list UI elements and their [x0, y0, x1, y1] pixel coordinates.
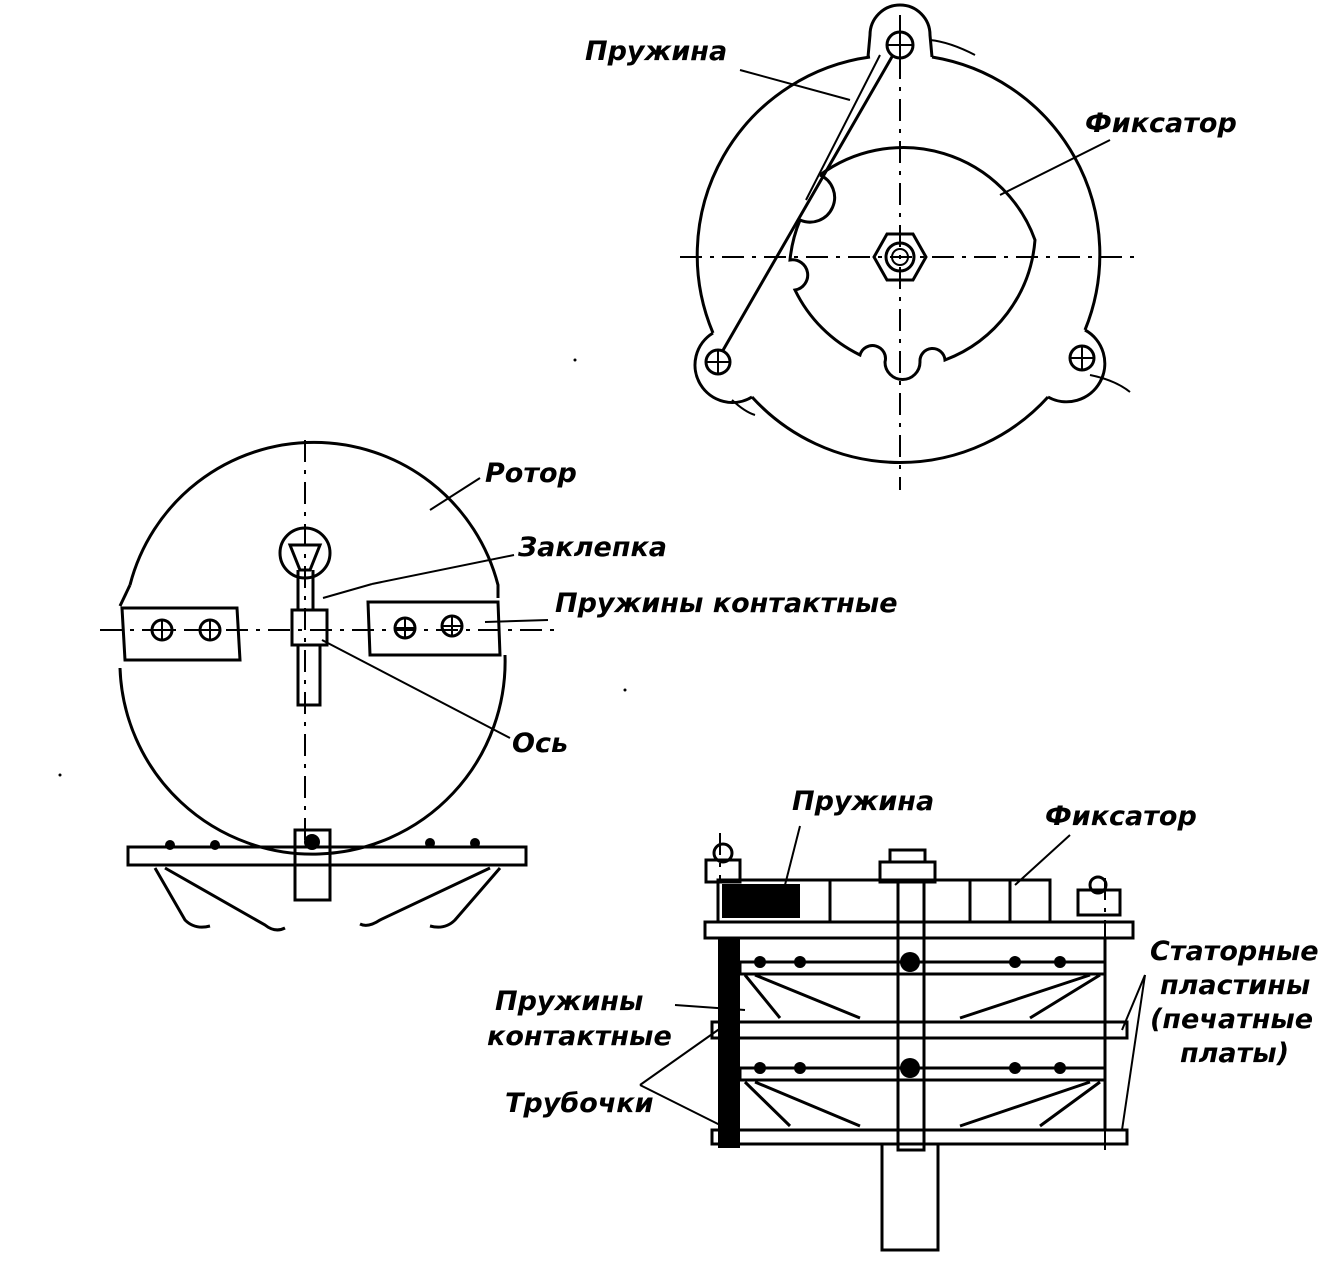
label-axle: Ось	[512, 728, 568, 759]
label-tubes: Трубочки	[505, 1088, 654, 1119]
axle	[290, 608, 329, 707]
label-spring-side: Пружина	[792, 786, 934, 817]
center-nut	[872, 232, 928, 282]
leader-rotor	[429, 477, 481, 511]
top-lug	[866, 3, 934, 58]
rotor-side-profile	[126, 828, 528, 932]
rotor-view: Ротор Заклепка Пружины контактные Ось	[100, 440, 898, 932]
speck	[623, 688, 627, 692]
arc-mark	[731, 399, 756, 416]
label-detent-side: Фиксатор	[1045, 801, 1197, 832]
label-stator-plates-3: (печатные	[1150, 1004, 1313, 1035]
left-screw	[704, 348, 732, 376]
detent-top-view: Пружина Фиксатор	[585, 3, 1237, 490]
stator-plate-1	[710, 956, 1129, 1040]
label-contact-springs-rotor: Пружины контактные	[555, 588, 898, 619]
label-rivet: Заклепка	[517, 532, 667, 563]
right-lug	[1047, 328, 1107, 404]
rivet	[278, 526, 332, 610]
leader-contact-springs-rotor	[484, 619, 549, 623]
detent-block	[716, 878, 1052, 924]
leader-detent-top	[999, 139, 1111, 196]
leader-tubes-a	[639, 1024, 726, 1086]
leader-detent-side	[1014, 834, 1071, 886]
main-plate	[703, 920, 1135, 940]
label-stator-plates-2: пластины	[1160, 970, 1310, 1001]
detent-spring	[720, 54, 895, 353]
detent-spring-inner	[805, 54, 881, 201]
label-contact-springs-side-2: контактные	[487, 1021, 672, 1052]
label-stator-plates-1: Статорные	[1150, 936, 1319, 967]
label-contact-springs-side-1: Пружины	[495, 986, 643, 1017]
leader-stator-plates-a	[1121, 974, 1146, 1031]
left-lug	[693, 331, 753, 404]
right-screw	[1068, 344, 1096, 372]
top-screw	[885, 30, 915, 60]
central-shaft	[880, 878, 940, 1252]
leader-spring-side	[784, 825, 801, 886]
speck	[573, 358, 577, 362]
left-top-nut	[704, 842, 742, 884]
assembly-side-view: Пружина Фиксатор Статорные пластины (печ…	[487, 786, 1319, 1252]
leader-axle	[321, 639, 511, 739]
leader-rivet	[371, 554, 515, 585]
center-top-nut	[878, 848, 937, 884]
rotor-disc-lower	[118, 654, 507, 856]
arc-mark	[1089, 374, 1131, 393]
detent-plate-outline	[695, 55, 1102, 464]
label-spring-top: Пружина	[585, 36, 727, 67]
arc-mark	[929, 39, 976, 56]
rotor-disc-upper	[128, 440, 500, 598]
speck	[58, 773, 62, 777]
contact-spring-right	[366, 600, 502, 657]
left-tube-post	[718, 938, 740, 1148]
leader-rivet-2	[322, 583, 373, 599]
label-detent-top: Фиксатор	[1085, 108, 1237, 139]
contact-spring-left	[120, 606, 242, 662]
leader-stator-plates-b	[1121, 974, 1146, 1131]
leader-contact-springs-side	[674, 1004, 746, 1011]
rotor-cut-left	[118, 584, 132, 607]
label-stator-plates-4: платы)	[1180, 1038, 1289, 1069]
detent-disc	[788, 146, 1037, 381]
leader-tubes-b	[639, 1084, 731, 1131]
label-rotor: Ротор	[485, 458, 577, 489]
leader-spring-top	[739, 69, 851, 101]
right-top-nut	[1076, 875, 1122, 917]
stator-plate-2	[710, 1062, 1129, 1146]
